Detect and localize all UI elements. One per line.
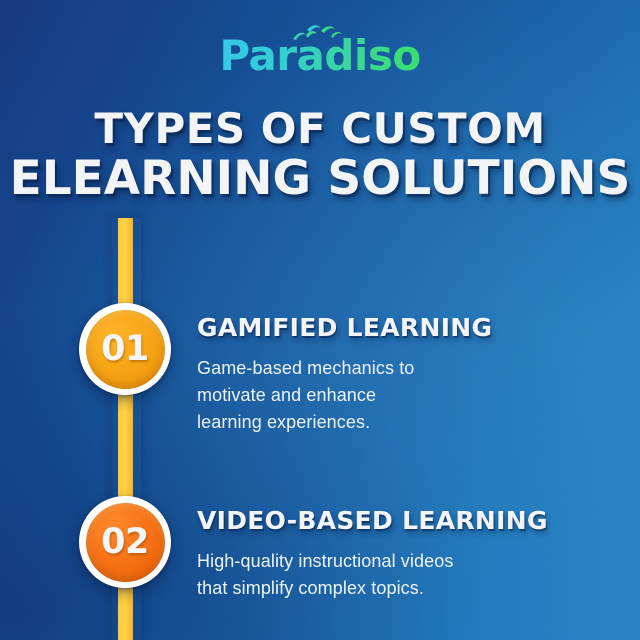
brand-logo-inner: Paradiso: [219, 25, 421, 77]
step-badge-face: 02: [85, 502, 165, 582]
step-body-line: Game-based mechanics to: [197, 357, 415, 378]
step-heading: VIDEO-BASED LEARNING: [197, 506, 548, 535]
step-badge-face: 01: [85, 309, 165, 389]
step-badge-01: 01: [79, 303, 171, 395]
step-text-block: VIDEO-BASED LEARNING High-quality instru…: [197, 496, 548, 602]
step-text-block: GAMIFIED LEARNING Game-based mechanics t…: [197, 303, 492, 436]
list-item: 02 VIDEO-BASED LEARNING High-quality ins…: [79, 496, 548, 602]
step-body-line: that simplify complex topics.: [197, 577, 424, 598]
step-body: Game-based mechanics to motivate and enh…: [197, 355, 492, 436]
brand-name: Paradiso: [219, 31, 421, 80]
page-title: TYPES OF CUSTOM ELEARNING SOLUTIONS: [0, 104, 640, 204]
step-body: High-quality instructional videos that s…: [197, 548, 548, 602]
page-title-line-1: TYPES OF CUSTOM: [94, 104, 546, 153]
step-heading: GAMIFIED LEARNING: [197, 313, 493, 342]
step-body-line: motivate and enhance: [197, 384, 377, 405]
step-body-line: High-quality instructional videos: [197, 550, 454, 571]
step-number: 02: [101, 521, 149, 562]
page-title-line-2: ELEARNING SOLUTIONS: [9, 151, 631, 206]
step-body-line: learning experiences.: [197, 411, 371, 432]
brand-logo: Paradiso: [0, 25, 640, 84]
three-birds-icon: [293, 25, 343, 40]
step-badge-02: 02: [79, 496, 171, 588]
list-item: 01 GAMIFIED LEARNING Game-based mechanic…: [79, 303, 492, 436]
step-number: 01: [101, 328, 149, 369]
